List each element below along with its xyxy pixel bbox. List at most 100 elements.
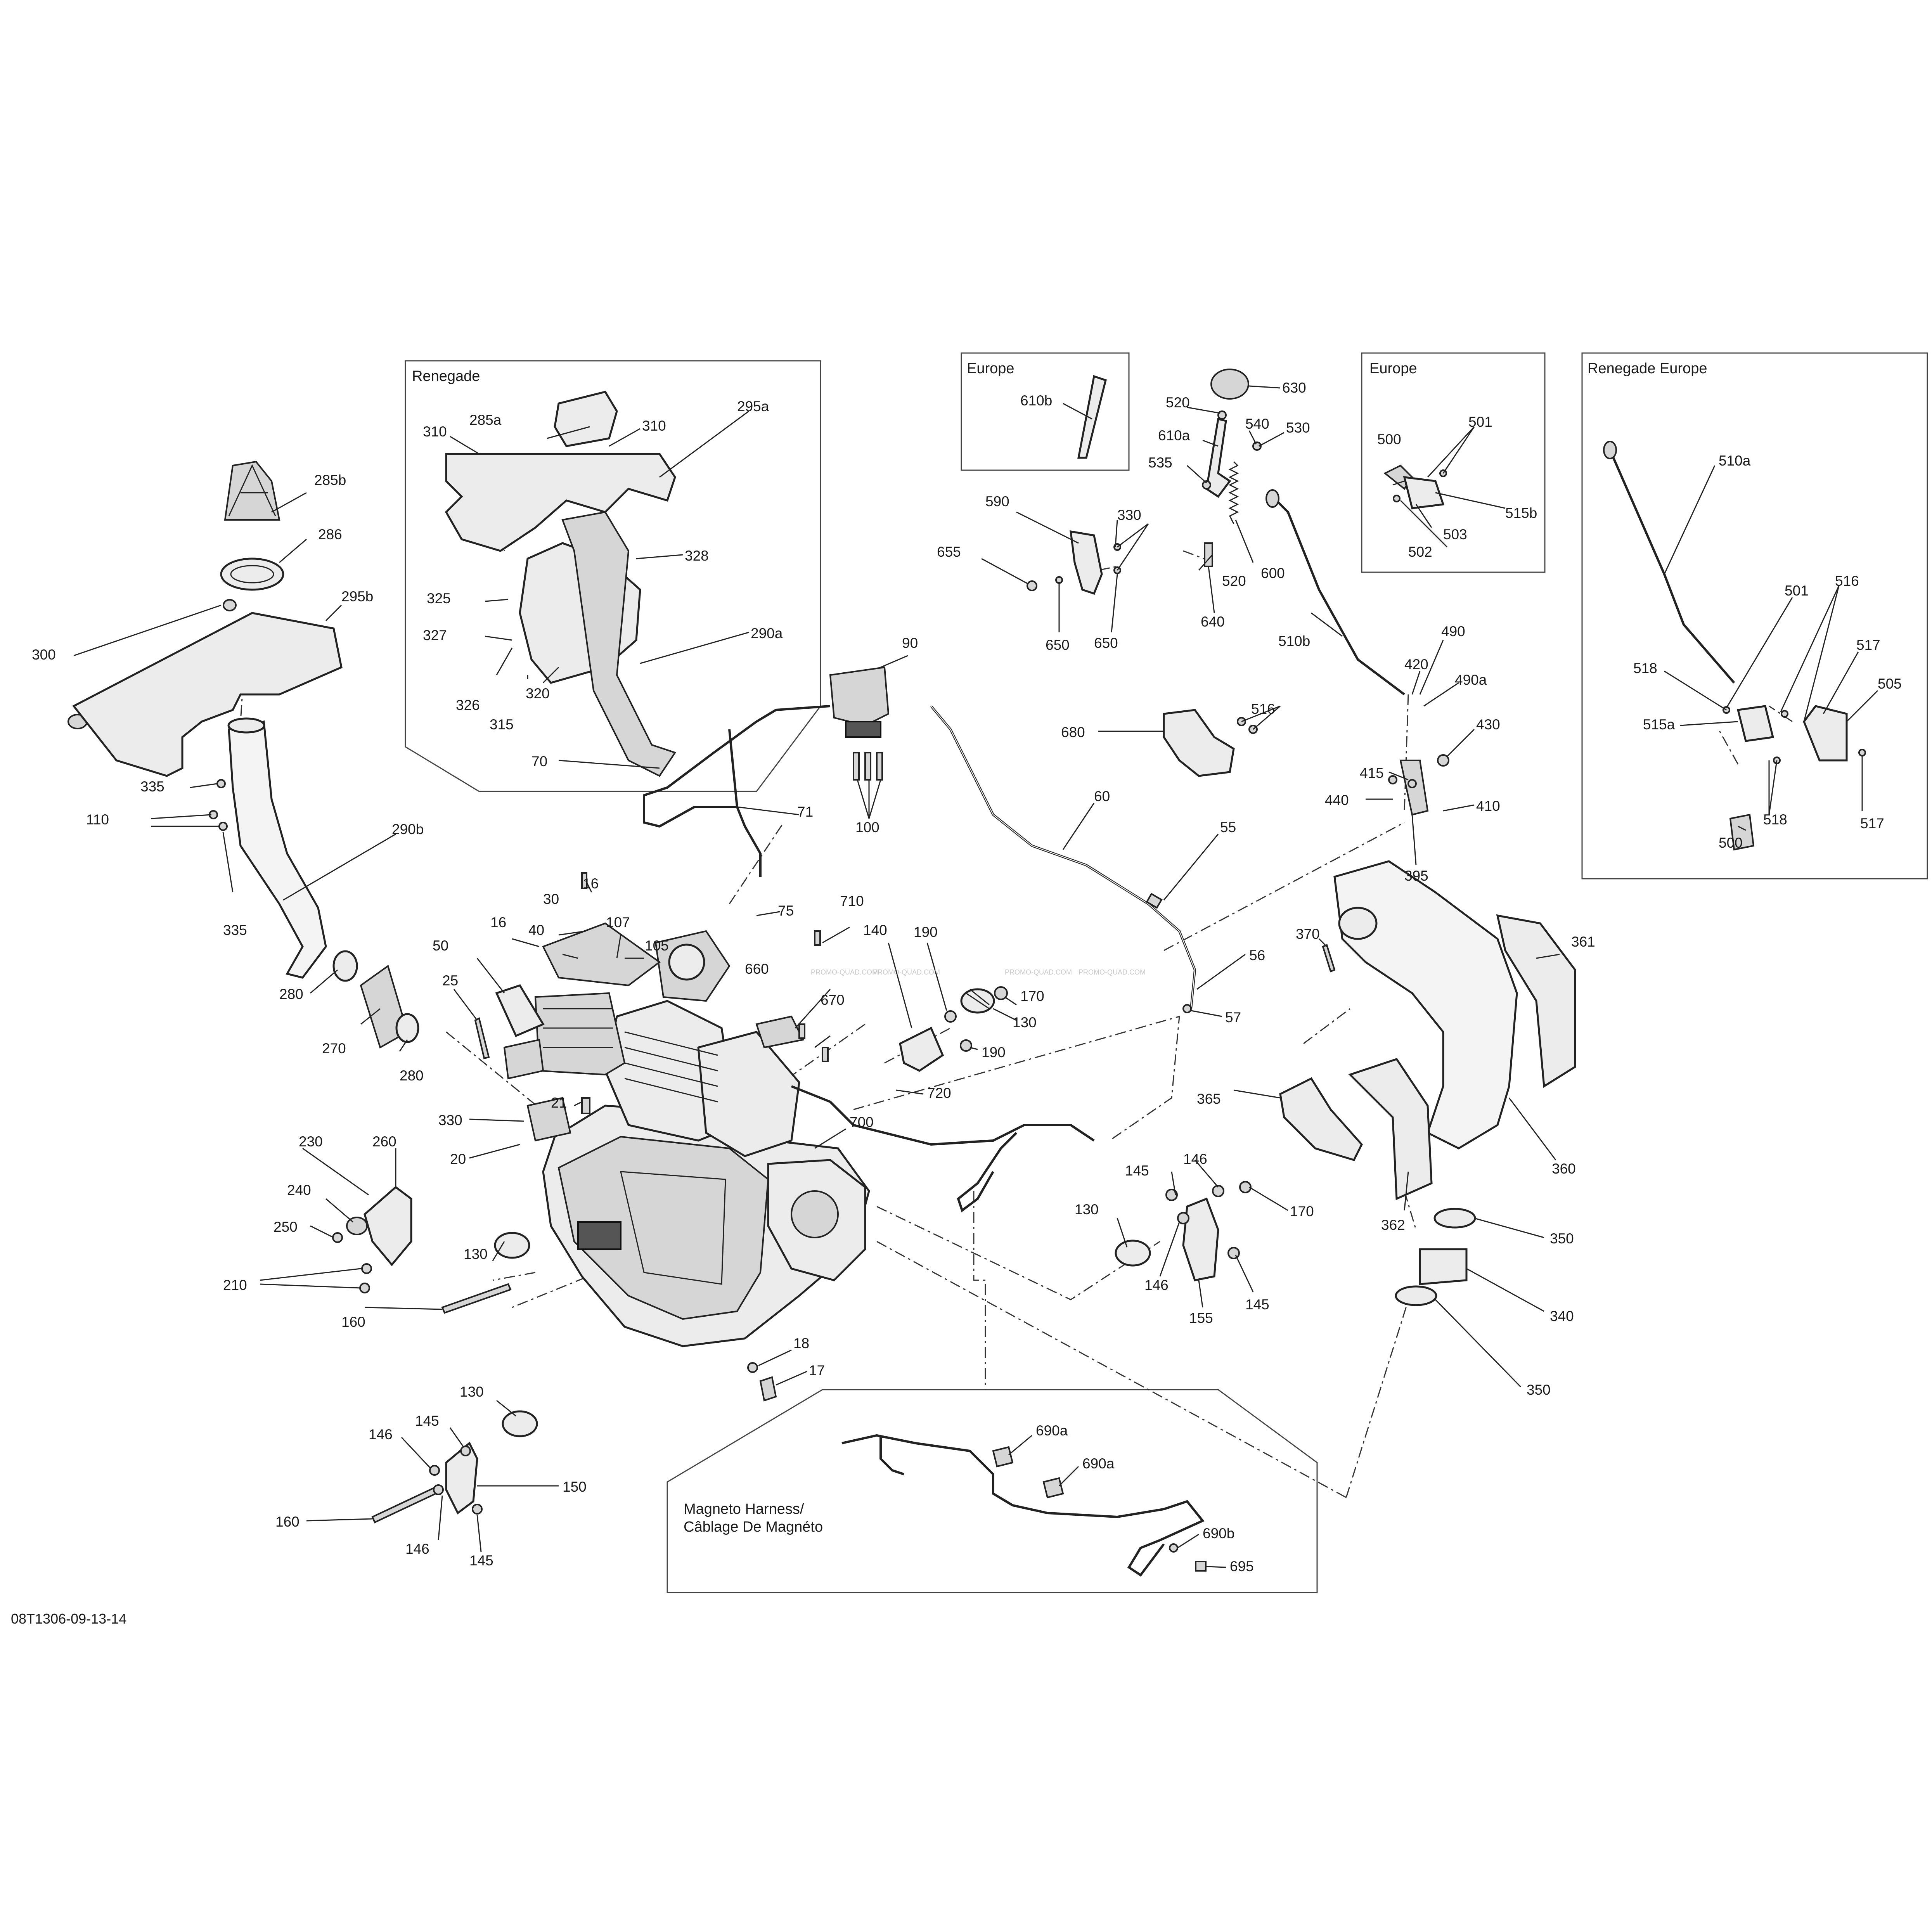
- assembly-center-lines: [240, 508, 1793, 1498]
- magneto-harness-drawing: [841, 1434, 1207, 1577]
- callout-286: 286: [318, 526, 342, 542]
- screws-110-335: [209, 779, 228, 831]
- callout-350-bottom: 350: [1527, 1382, 1551, 1398]
- switch-680: [1163, 709, 1258, 777]
- callout-610a: 610a: [1158, 428, 1190, 443]
- callout-71: 71: [797, 804, 813, 820]
- callout-340: 340: [1550, 1308, 1574, 1324]
- renegade-europe-group-title: Renegade Europe: [1587, 360, 1707, 377]
- callout-505: 505: [1878, 676, 1902, 692]
- watermark-1: PROMO-QUAD.COM: [811, 968, 878, 976]
- callout-270: 270: [322, 1040, 346, 1056]
- callout-130-lower: 130: [460, 1384, 484, 1400]
- callout-370: 370: [1296, 926, 1320, 942]
- clamp-ring-286: [220, 557, 284, 591]
- callout-517-bottom: 517: [1860, 815, 1884, 831]
- throttle-cable-70: [643, 705, 831, 877]
- shift-linkage-395: [1388, 754, 1449, 816]
- callout-18: 18: [793, 1335, 809, 1351]
- callout-145-right-top: 145: [1125, 1163, 1149, 1179]
- callout-110: 110: [86, 812, 109, 828]
- magneto-harness-title-line1: Magneto Harness/: [684, 1501, 804, 1517]
- callout-170-top: 170: [1020, 988, 1044, 1004]
- callout-395: 395: [1404, 868, 1428, 884]
- heat-shield-295a: [445, 453, 676, 552]
- callout-107: 107: [606, 914, 630, 930]
- renegade-airbox-group-frame: Renegade: [405, 360, 821, 792]
- callout-30: 30: [543, 891, 559, 907]
- callout-327: 327: [423, 627, 447, 643]
- callout-690a-bottom: 690a: [1082, 1456, 1115, 1472]
- heat-shield-362: [1348, 1058, 1433, 1200]
- callout-labels: 285a 310 310 295a 328 325 327 326 315 32…: [32, 380, 1902, 1574]
- callout-503: 503: [1443, 526, 1467, 542]
- callout-517-top: 517: [1856, 637, 1880, 653]
- callout-260: 260: [372, 1134, 396, 1150]
- callout-515b: 515b: [1505, 505, 1537, 521]
- callout-315: 315: [490, 717, 514, 732]
- callout-518-bottom: 518: [1763, 812, 1787, 828]
- knob-630: [1210, 369, 1249, 400]
- renegade-group-title: Renegade: [412, 368, 480, 384]
- europe-lever-group-title: Europe: [967, 360, 1014, 377]
- callout-150: 150: [563, 1479, 587, 1495]
- callout-140: 140: [863, 922, 887, 938]
- callout-710: 710: [840, 893, 864, 909]
- callout-630: 630: [1282, 380, 1306, 396]
- callout-300: 300: [32, 647, 56, 663]
- filter-cap-285b: [224, 460, 280, 521]
- callout-440: 440: [1325, 792, 1349, 808]
- callout-362: 362: [1381, 1217, 1405, 1233]
- callout-500-renegade-europe: 500: [1719, 835, 1743, 851]
- callout-16-top: 16: [583, 876, 599, 892]
- callout-75: 75: [778, 903, 794, 919]
- callout-40: 40: [528, 922, 544, 938]
- callout-600: 600: [1261, 565, 1285, 581]
- callout-310-left: 310: [423, 424, 447, 440]
- diagram-code: 08T1306-09-13-14: [11, 1611, 126, 1627]
- callout-410: 410: [1476, 798, 1500, 814]
- callout-57: 57: [1225, 1009, 1241, 1025]
- callout-146-lower-left: 146: [405, 1541, 429, 1557]
- callout-502: 502: [1408, 544, 1432, 560]
- shift-rod-510b: [1265, 489, 1405, 696]
- europe-switch-parts: [1383, 464, 1447, 509]
- callout-146-right-top: 146: [1183, 1151, 1207, 1167]
- bracket-140: [899, 1027, 944, 1072]
- harness-700: [791, 1085, 1095, 1212]
- callout-640: 640: [1201, 614, 1225, 630]
- callout-320: 320: [526, 686, 550, 701]
- callout-500-europe: 500: [1377, 431, 1401, 447]
- callout-55: 55: [1220, 819, 1236, 835]
- clamps-350-sleeve-340: [1395, 1208, 1476, 1306]
- callout-365: 365: [1197, 1091, 1221, 1107]
- callout-285b: 285b: [314, 472, 346, 488]
- callout-720: 720: [927, 1085, 951, 1101]
- drain-plug-17-18: [747, 1362, 777, 1402]
- callout-501-renegade-europe: 501: [1785, 583, 1809, 599]
- callout-130-right: 130: [1075, 1201, 1099, 1217]
- callout-295b: 295b: [341, 589, 373, 604]
- callout-695: 695: [1230, 1558, 1254, 1574]
- heat-shield-295b: [72, 612, 343, 777]
- callout-501-europe: 501: [1468, 414, 1492, 430]
- magneto-harness-title-line2: Câblage De Magnéto: [684, 1519, 823, 1535]
- callout-100: 100: [855, 819, 879, 835]
- callout-295a: 295a: [737, 398, 769, 414]
- callout-415: 415: [1360, 765, 1384, 781]
- callout-516-renegade-europe: 516: [1835, 573, 1859, 589]
- renegade-europe-parts: [1603, 441, 1866, 851]
- callout-60: 60: [1094, 788, 1110, 804]
- callout-285a: 285a: [469, 412, 502, 428]
- callout-655: 655: [937, 544, 961, 560]
- callout-230: 230: [299, 1134, 323, 1150]
- throttle-housing-90: [829, 666, 890, 738]
- intake-duct-290b: [227, 717, 327, 979]
- callout-240: 240: [287, 1182, 311, 1198]
- renegade-europe-group-frame: Renegade Europe: [1581, 352, 1928, 879]
- engine-mounts-130-and-fasteners: [494, 986, 1151, 1437]
- air-intake-290a: [519, 511, 677, 777]
- callout-540: 540: [1245, 416, 1269, 432]
- callout-145-lower-left: 145: [469, 1553, 493, 1568]
- callout-21: 21: [551, 1095, 567, 1111]
